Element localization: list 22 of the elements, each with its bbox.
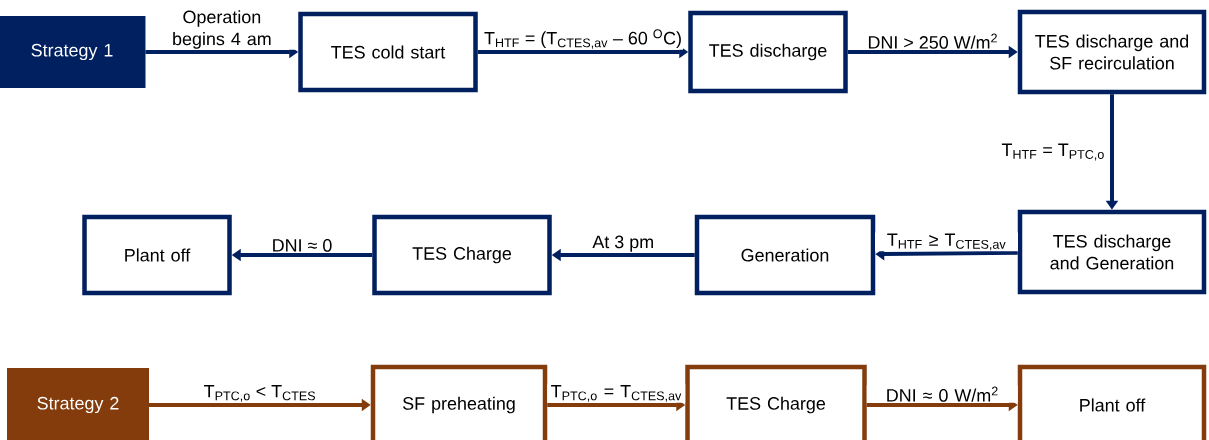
edge-label: T$_{PTC,o}$ = T$_{CTES,av}$ — [547, 384, 686, 403]
edge-label: T$_{HTF}$ = (T$_{CTES,av}$ – 60 $^{O}$C) — [483, 28, 683, 50]
strategy-box: Strategy 2 — [7, 368, 149, 440]
edge-label: DNI > 250 W/m$^{2}$ — [866, 32, 1000, 50]
edge-label: T$_{HTF}$ = T$_{PTC,o}$ — [1000, 142, 1106, 162]
state-box: Generation — [694, 214, 876, 296]
state-box: TES cold start — [298, 11, 478, 93]
state-box: SF preheating — [370, 364, 548, 440]
state-box: TES Charge — [372, 214, 552, 296]
edge-label: DNI ≈ 0 — [270, 238, 334, 253]
strategy-box: Strategy 1 — [0, 16, 146, 88]
state-box: TES Charge — [685, 364, 867, 440]
state-box: TES discharge — [688, 10, 848, 94]
edge-label: Operation begins 4 am — [145, 9, 298, 50]
state-box: TES discharge and SF recirculation — [1017, 9, 1207, 95]
edge-label: At 3 pm — [591, 234, 656, 253]
edge-label: T$_{PTC,o}$ < T$_{CTES}$ — [202, 384, 318, 403]
edge-label: T$_{HTF}$ ≥ T$_{CTES,av}$ — [875, 232, 1018, 252]
state-box: TES discharge and Generation — [1017, 209, 1207, 295]
state-box: Plant off — [1017, 364, 1207, 440]
state-box: Plant off — [82, 214, 232, 296]
edge-label: DNI ≈ 0 W/m$^{2}$ — [866, 385, 1018, 403]
